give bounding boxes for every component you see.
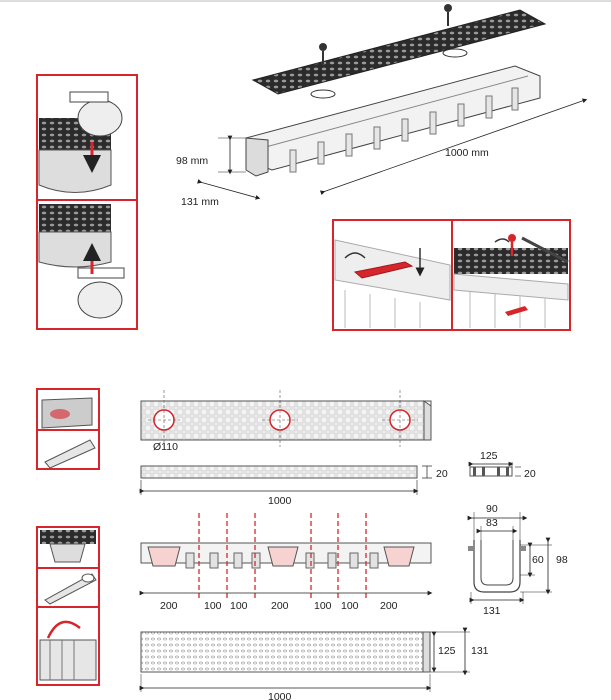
section-top-label: 90 <box>486 503 498 515</box>
iso-height-label: 98 mm <box>176 155 208 167</box>
iso-width-label: 131 mm <box>181 196 219 208</box>
side-segment-6: 100 <box>341 600 359 612</box>
cross-section <box>467 512 552 604</box>
grate-side-strip <box>139 465 432 495</box>
side-view <box>139 513 433 600</box>
clip-icon <box>442 48 468 58</box>
section-depth-inner-label: 60 <box>532 554 544 566</box>
side-segment-7: 200 <box>380 600 398 612</box>
pipe-outlet-icon <box>77 99 123 137</box>
side-segment-2: 100 <box>204 600 222 612</box>
grate-height-label: 20 <box>436 468 448 480</box>
side-segment-3: 100 <box>230 600 248 612</box>
end-view-width-label: 125 <box>480 450 498 462</box>
plan-view <box>140 390 432 447</box>
section-inner-label: 83 <box>486 517 498 529</box>
grate-plan-view <box>139 627 470 692</box>
outlet-installation-panel <box>36 74 138 330</box>
bottom-left-panel-1 <box>36 388 100 470</box>
wrench-icon <box>521 236 569 264</box>
isometric-channel-drawing <box>197 4 588 200</box>
side-segment-1: 200 <box>160 600 178 612</box>
clip-icon <box>310 89 336 99</box>
plan-length-label: 1000 <box>268 495 292 507</box>
side-segment-5: 100 <box>314 600 332 612</box>
grate-fixing-panel <box>332 219 571 331</box>
red-clip-icon <box>353 261 414 279</box>
screw-icon <box>508 234 516 256</box>
section-depth-label: 98 <box>556 554 568 566</box>
grate-width-inner-label: 125 <box>438 645 456 657</box>
section-base-label: 131 <box>483 605 501 617</box>
side-segment-4: 200 <box>271 600 289 612</box>
iso-length-label: 1000 mm <box>445 147 489 159</box>
screw-icon <box>319 43 327 64</box>
isometric-grate <box>251 9 547 95</box>
bottom-left-panel-2 <box>36 526 100 686</box>
outlet-diameter-label: Ø110 <box>153 441 178 453</box>
screw-icon <box>444 4 452 26</box>
red-clip-icon <box>505 306 528 316</box>
end-view-height-label: 20 <box>524 468 536 480</box>
grate-end-view <box>468 461 521 477</box>
pipe-outlet-icon <box>77 281 123 319</box>
grate-width-outer-label: 131 <box>471 645 489 657</box>
grate-length-label: 1000 <box>268 691 292 700</box>
